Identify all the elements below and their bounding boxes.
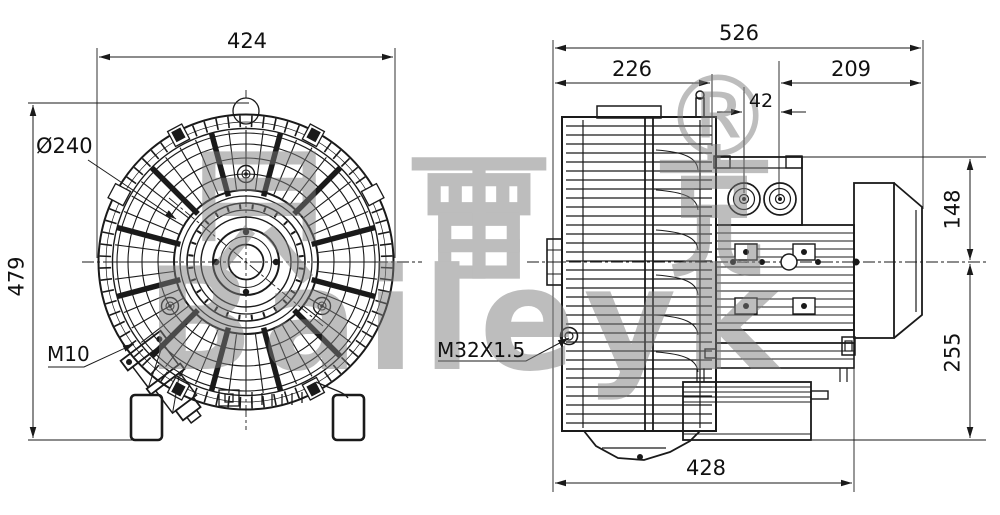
dim-impeller-diameter: Ø240 [36,134,93,158]
dim-gland-offset: 42 [748,90,774,112]
dim-side-overall-length: 526 [718,21,760,45]
leader-m32 [438,337,570,362]
dim-front-height: 479 [4,256,29,297]
junction-fitting [841,336,856,356]
dimension-lines [28,40,986,492]
right-foot [331,393,366,442]
front-view [82,90,422,442]
dim-side-motor-length: 209 [830,57,872,81]
blower-housing-side [546,90,717,461]
front-centerlines [82,90,422,430]
lifting-eye [232,97,260,125]
dim-side-housing-length: 226 [611,57,653,81]
housing-bottom-cover [583,430,701,461]
base-block [682,381,812,441]
cable-gland-port [559,326,579,346]
rim-notches [107,123,385,401]
motor-feet [715,329,855,344]
mounting-plate [715,342,855,369]
leader-dia240 [87,159,177,220]
left-foot [129,393,164,442]
fan-cowl [853,182,895,339]
bottom-flange [218,381,349,407]
dim-height-above-axis: 148 [940,189,965,230]
muffler-assembly [119,329,202,424]
motor-side [682,155,923,441]
dim-base-length: 428 [685,456,727,480]
side-view [527,90,986,461]
dim-cable-gland-m32: M32X1.5 [437,338,526,362]
motor-bolts [734,243,816,315]
dim-axis-to-base: 255 [940,332,965,373]
dim-front-width: 424 [226,29,268,53]
dim-thread-m10: M10 [47,342,90,366]
cable-glands [727,182,797,216]
leader-m10 [48,343,135,368]
terminal-box [715,156,803,226]
